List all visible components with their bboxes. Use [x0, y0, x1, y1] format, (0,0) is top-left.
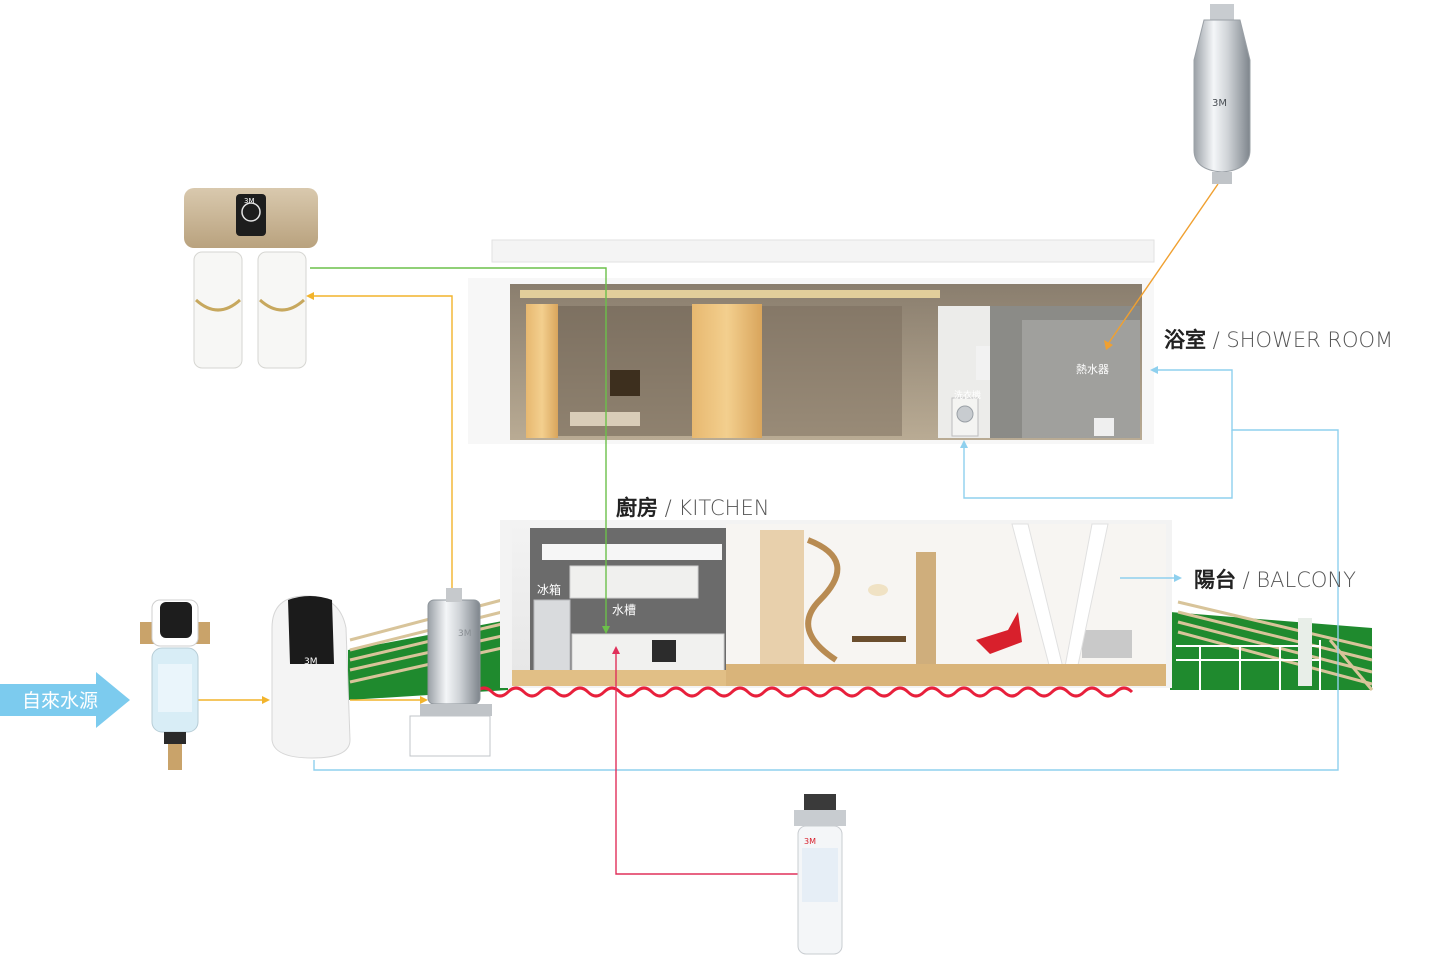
balcony-label-zh: 陽台: [1194, 568, 1236, 592]
shower-glass: [1022, 320, 1140, 438]
fridge-label: 冰箱: [537, 582, 561, 597]
pendant-lamp: [868, 584, 888, 596]
washer-door-icon: [957, 406, 973, 422]
shower-room-label-zh: 浴室: [1164, 328, 1206, 352]
kitchen-label-zh: 廚房: [616, 496, 658, 520]
dining-table: [852, 636, 906, 642]
balcony-panel: [1298, 618, 1312, 686]
living-floor: [726, 664, 1166, 686]
shower-filter-product: [1194, 4, 1250, 184]
commercial-filter-brand: 3M: [804, 837, 816, 846]
upper-ceiling-light: [520, 290, 940, 298]
bookshelf: [916, 552, 936, 664]
stair-screen: [760, 530, 804, 664]
sink-label: 水槽: [612, 603, 636, 617]
curtain-middle: [692, 304, 762, 438]
yellow-arrow-3: [306, 292, 314, 300]
prefilter-product: [140, 600, 210, 770]
lower-floor: 冰箱 水槽: [348, 520, 1372, 700]
yellow-arrow-1: [262, 696, 270, 704]
upper-floor: 熱水器 洗衣機: [468, 240, 1154, 444]
balcony-label-en: / BALCONY: [1236, 568, 1356, 592]
washer-label: 洗衣機: [954, 389, 981, 401]
bedroom-bed: [570, 412, 640, 426]
curtain-left: [526, 304, 558, 438]
blue-arrow-balcony: [1174, 574, 1182, 582]
fridge: [534, 600, 570, 672]
floor-zigzag-line: [476, 688, 1132, 696]
kitchen-hood-shelf: [542, 544, 722, 560]
window-glass-2: [762, 306, 902, 436]
kitchen-label: 廚房 / KITCHEN: [616, 492, 769, 522]
water-heater-unit: [976, 346, 990, 380]
balcony-label: 陽台 / BALCONY: [1194, 564, 1356, 594]
dual-purifier-brand: 3M: [244, 197, 255, 205]
orange-pipe: [1108, 184, 1218, 344]
softener-brand: 3M: [304, 657, 318, 667]
oven: [652, 640, 676, 662]
water-heater-label: 熱水器: [1076, 363, 1109, 376]
upper-cabinets: [570, 566, 698, 598]
shower-filter-brand: 3M: [1212, 98, 1227, 109]
tv-panel: [610, 370, 640, 396]
upper-roof-slab: [492, 240, 1154, 262]
counter: [572, 634, 724, 672]
softener-product: [272, 596, 350, 758]
shower-room-label: 浴室 / SHOWER ROOM: [1164, 324, 1393, 354]
prefilter-brand: 3M: [168, 639, 179, 647]
shower-room-label-en: / SHOWER ROOM: [1206, 328, 1393, 352]
source-label: 自來水源: [22, 690, 98, 712]
yellow-arrow-2: [420, 696, 428, 704]
toilet: [1094, 418, 1114, 436]
dual-purifier-product: [184, 188, 318, 368]
commercial-filter-product: [794, 794, 846, 954]
whole-house-brand: 3M: [458, 629, 472, 639]
sofa: [1082, 630, 1132, 658]
kitchen-floor: [512, 670, 726, 686]
kitchen-label-en: / KITCHEN: [658, 496, 769, 520]
